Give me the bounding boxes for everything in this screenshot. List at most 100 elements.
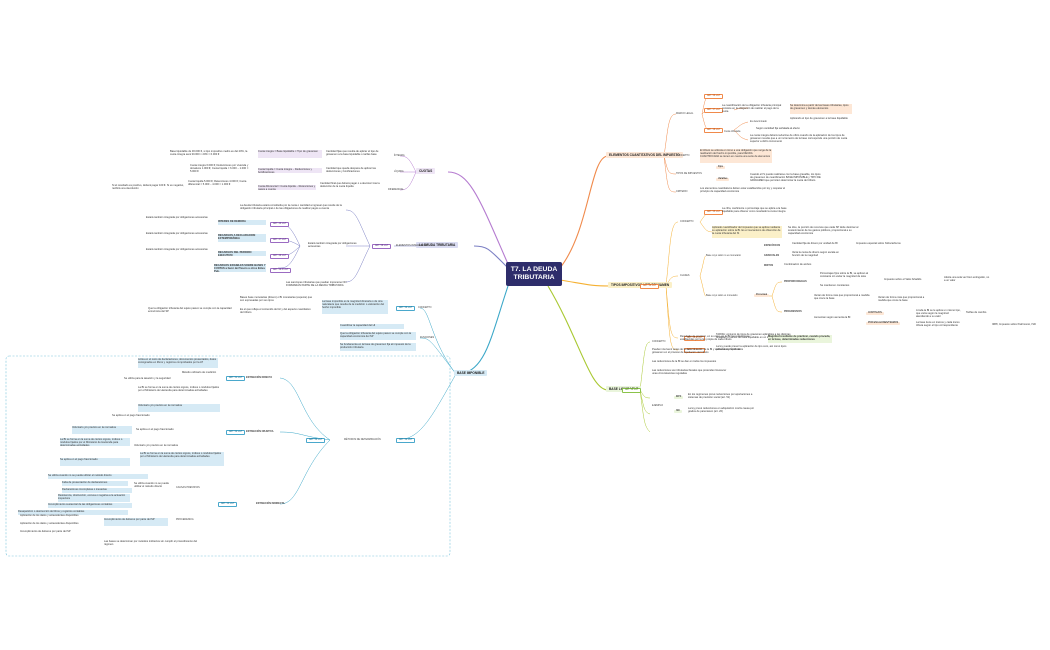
tipos-graduales-label: GRADUALES [764, 254, 780, 257]
deuda-art58b-tag[interactable]: ART. 58.3 LGT [270, 268, 292, 273]
central-topic[interactable]: T7. LA DEUDA TRIBUTARIA [506, 262, 562, 286]
link-cuotas [447, 171, 509, 265]
tipos-proporcionales-label: PROPORCIONALES [784, 280, 807, 283]
tipos-text-1: La cifra, coeficiente o porcentaje que s… [722, 207, 787, 214]
link-base-liquidable [547, 285, 609, 391]
elementos-text-10: Cuando el IS puede realizarse con la bas… [750, 173, 821, 183]
tipos-clases-label: CLASES [680, 274, 690, 277]
base-imponible-art50c-tag[interactable]: ART. 50 LGT [306, 438, 326, 443]
base-imponible-eo-text-2: Voluntario y/o previsto en la normativa [138, 404, 220, 412]
tipos-prop-text-2: Se mantienen constantes [820, 284, 850, 287]
base-imponible-art50b-tag[interactable]: ART. 50 LGT [396, 438, 416, 443]
base-imponible-ei-text-8b: Aplicación de los datos y antecedentes d… [20, 522, 79, 525]
deuda-art58-tag[interactable]: ART. 58 LGT [372, 244, 392, 249]
elementos-text-2: Se determina a partir de las bases tribu… [790, 104, 852, 114]
branch-cuotas[interactable]: CUOTAS [416, 168, 436, 174]
tipos-escalonados-text: La base tiene en tramos y cada tramo tri… [916, 321, 960, 328]
tipos-art56b-text: La ley puede prever la aplicación de tip… [716, 345, 787, 352]
base-imponible-eo-note-5: Se aplica en el pago fraccionado [60, 458, 130, 466]
elementos-text-1: La cuantificación de la obligación tribu… [722, 104, 782, 114]
base-imponible-ei-text-6: Desaparición o destrucción de libros y r… [18, 510, 128, 515]
tipos-continuos-text: A toda la BI se le aplica un mismo tipo,… [916, 309, 961, 317]
link-base-imponible [455, 285, 509, 375]
elementos-concepto-label: CONCEPTO [676, 154, 690, 157]
base-imponible-ei-text-9: Las bases se determinan por métodos indi… [104, 540, 197, 547]
base-imponible-ei-text-8c: Incumplimiento de deberes por parte del … [20, 530, 71, 533]
branch-base-imponible-label: BASE IMPONIBLE [457, 371, 485, 375]
deuda-art27-tag[interactable]: ART. 27 LGT [270, 238, 290, 243]
branch-elementos[interactable]: ELEMENTOS CUANTITATIVOS DEL IMPUESTO [606, 152, 683, 158]
tipos-monetaria-label: Base cuyo valor es monetario [706, 294, 738, 297]
tipos-text-3: Se dice, la porción de recursos que cada… [788, 226, 859, 236]
deuda-art28-tag[interactable]: ART. 28 LGT [270, 254, 290, 259]
elementos-text-4: Según cantidad fija señalada al efecto [756, 127, 800, 130]
cuotas-liquida-label: LÍQUIDA [394, 170, 404, 173]
elementos-art56-tag[interactable]: ART. 56 LGT [704, 94, 724, 99]
tipos-escalonados-example: IRPF, Impuesto sobre Patrimonio, ISD [992, 323, 1036, 326]
deuda-text-2: Estará también integrada por obligacione… [308, 242, 357, 249]
base-liquidable-art54-tag[interactable]: ART. 54 LGT [622, 388, 642, 393]
tipos-concepto-label: CONCEPTO [680, 220, 694, 223]
tipos-art55-tag[interactable]: ART. 55 LGT [640, 284, 660, 289]
elementos-text-5: Es determinado [750, 120, 767, 123]
elementos-criterio-label: CRITERIO [676, 190, 688, 193]
base-liquidable-concepto-text: Resultado de practicar, en su caso, en l… [680, 335, 750, 342]
base-imponible-eo-label: ESTIMACIÓN OBJETIVA [246, 430, 274, 433]
base-imponible-concepto-text-2: La base imponible es la magnitud dinerar… [322, 300, 388, 314]
base-imponible-concepto-label: CONCEPTO [418, 306, 432, 309]
tipos-art56-tag[interactable]: ART. 56.2 LGT [684, 336, 706, 341]
tipos-continuos-example: Tarifas de cambio [966, 311, 987, 314]
tipos-art55b-tag[interactable]: ART. 55 LGT [704, 210, 724, 215]
base-imponible-eo-note-2: Se aplica en el pago fraccionado [136, 428, 174, 431]
base-liquidable-irpf-text: En los regímenes prevé reducciones por a… [688, 393, 753, 400]
tipos-iva-note: Afecta una sola vez bien extinguido, no … [944, 276, 990, 283]
tipos-art56b-tag[interactable]: ART. 56.2 LGT [684, 348, 706, 353]
deuda-art26-tag[interactable]: ART. 26 LGT [270, 222, 290, 227]
branch-cuotas-label: CUOTAS [419, 169, 433, 173]
base-imponible-ei-text-8: Aplicación de los datos y antecedentes d… [20, 514, 79, 517]
tipos-graduales-text: Varía la cuota de dinero según escala en… [792, 251, 839, 258]
base-imponible-art51-tag[interactable]: ART. 51 LGT [226, 376, 246, 381]
branch-deuda-label: LA DEUDA TRIBUTARIA [419, 243, 456, 247]
cuotas-example-3: Cuota líquida 5.000 €; Retenciones 4.000… [188, 180, 247, 187]
tipos-mixtos-label: MIXTOS [764, 264, 774, 267]
link-elementos [559, 155, 609, 269]
deuda-interes: INTERÉS DE DEMORA [218, 220, 266, 225]
deuda-apremio-text: Estará también integrada por obligacione… [146, 248, 208, 251]
tipos-art56-text: TARIFA: conjunto de tipos de gravamen ap… [716, 333, 791, 340]
base-imponible-ei-note: Se utiliza cuando no se pueda utilizar e… [134, 482, 169, 489]
base-imponible-eo-text-3: Se aplica en el pago fraccionado [112, 414, 150, 417]
tipos-escalonados-tag: POR ESCALONES/TRAMOS [866, 322, 901, 325]
base-imponible-art52-tag[interactable]: ART. 52 LGT [226, 430, 246, 435]
elementos-art57-tag[interactable]: ART. 57 LGT [704, 108, 724, 113]
cuotas-liquida-text: Cantidad que queda después de aplicar la… [326, 167, 376, 174]
base-imponible-funcion-3: Se fundamenta en la base de gravamen fij… [340, 343, 416, 351]
deuda-text-3: Las sanciones tributarias que puedan imp… [286, 281, 347, 288]
cuotas-liquida-formula: Cuota líquida = Cuota íntegra − Deduccio… [258, 168, 322, 173]
tipos-continuos-tag: CONTINUOS [866, 312, 884, 315]
tipos-prog-text-2: Aumentan según aumenta la BI [814, 316, 851, 319]
base-imponible-ed-text-3: Se utiliza para la tasación y la segurid… [124, 377, 171, 380]
base-imponible-ed-text-1: Actúa en el resto de declaraciones, docu… [138, 358, 218, 368]
deuda-otros: RECARGOS EXIGIBLES SOBRE BASES Y CUOTAS … [214, 264, 266, 272]
base-imponible-group [5, 355, 451, 557]
base-imponible-art53-tag[interactable]: ART. 53 LGT [218, 502, 238, 507]
tipos-iva-text: Impuesto sobre el Valor Añadido [884, 278, 922, 281]
base-imponible-supuestos-label: CAUSAS PREVISTAS [176, 486, 200, 489]
base-liquidable-irpf-tag: IRPF [674, 396, 684, 399]
elementos-art58-tag[interactable]: ART. 58 LGT [704, 128, 724, 133]
base-liquidable-ejemplo-label: EJEMPLO [652, 404, 664, 407]
elementos-text-6: La cuota íntegra deberá reducirse de ofi… [750, 134, 848, 144]
tipos-especificos-text: Cantidad fija de dinero por unidad de BI [792, 242, 838, 245]
base-imponible-ed-label: ESTIMACIÓN DIRECTA [246, 376, 273, 379]
deuda-text-1: La deuda tributaria estará constituida p… [240, 204, 342, 211]
base-imponible-procedencia-label: PROCEDENCIA [176, 518, 194, 521]
tipos-prog-text-1: Varían de forma más que proporcional a m… [814, 294, 870, 301]
elementos-text-7: El tributo se articula en torno a una ob… [700, 149, 772, 163]
branch-deuda[interactable]: LA DEUDA TRIBUTARIA [416, 242, 459, 248]
base-imponible-art50-tag[interactable]: ART. 50 LGT [396, 306, 416, 311]
branch-base-imponible[interactable]: BASE IMPONIBLE [454, 370, 488, 376]
elementos-text-3: Aplicando el tipo de gravamen a la base … [790, 117, 848, 120]
base-liquidable-concepto-highlight: Magnitud resultante de practicar, cuando… [768, 335, 832, 343]
base-imponible-eo-text-1: La BI se forma en la suma de ciertos sig… [138, 386, 220, 393]
